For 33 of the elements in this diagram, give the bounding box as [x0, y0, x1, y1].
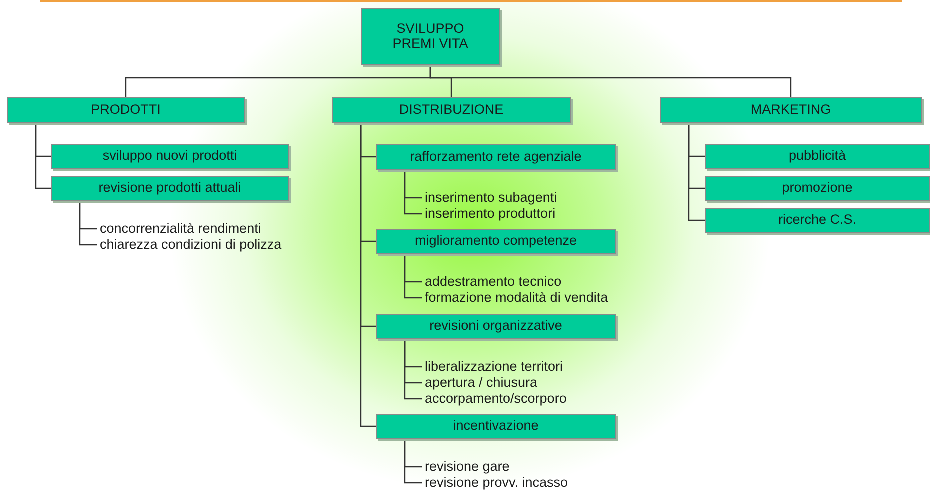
connector-line — [79, 201, 97, 246]
item-text: concorrenzialità rendimenti — [100, 221, 262, 237]
category-box: pubblicità — [705, 144, 930, 169]
root-box: SVILUPPO PREMI VITA — [361, 8, 500, 65]
connector-line — [404, 439, 422, 484]
connector-line — [35, 123, 51, 190]
item-text: revisione gare — [425, 459, 510, 475]
connector-line — [404, 339, 422, 400]
category-box: promozione — [705, 176, 930, 201]
category-box: MARKETING — [660, 97, 922, 123]
category-box: sviluppo nuovi prodotti — [51, 144, 289, 169]
item-text: liberalizzazione territori — [425, 359, 564, 375]
category-box: revisione prodotti attuali — [51, 176, 289, 201]
category-box: revisioni organizzative — [376, 314, 616, 339]
item-text: inserimento produttori — [425, 206, 556, 222]
category-box: miglioramento competenze — [376, 229, 616, 254]
item-text: chiarezza condizioni di polizza — [100, 237, 282, 253]
item-text: revisione provv. incasso — [425, 475, 568, 491]
connector-line — [404, 170, 422, 215]
item-text: apertura / chiusura — [425, 375, 538, 391]
item-text: accorpamento/scorporo — [425, 391, 567, 407]
item-text: inserimento subagenti — [425, 190, 558, 206]
connector-line — [688, 123, 705, 222]
connector-line — [360, 123, 376, 428]
category-box: incentivazione — [376, 414, 616, 439]
category-box: rafforzamento rete agenziale — [376, 144, 616, 170]
category-box: PRODOTTI — [7, 97, 245, 123]
item-text: formazione modalità di vendita — [425, 290, 608, 306]
category-box: ricerche C.S. — [705, 208, 930, 233]
item-text: addestramento tecnico — [425, 274, 562, 290]
connector-line — [430, 65, 792, 97]
connector-line — [404, 254, 422, 299]
category-box: DISTRIBUZIONE — [332, 97, 571, 123]
